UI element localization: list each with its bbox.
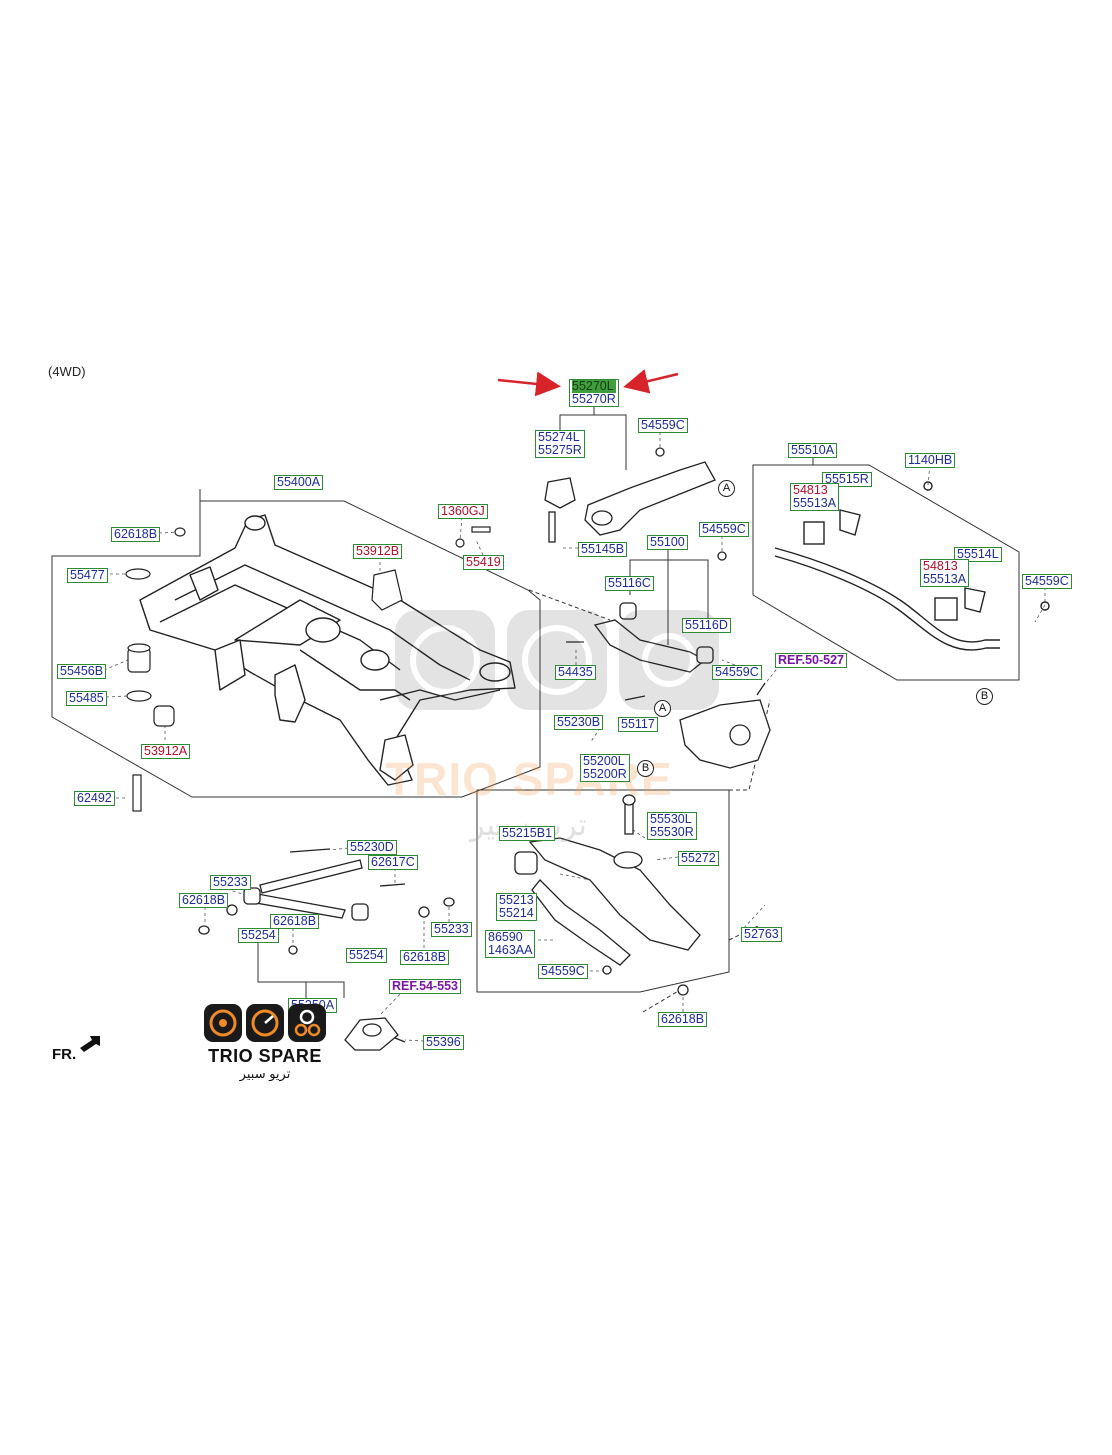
part-label[interactable]: 55116C bbox=[605, 576, 654, 591]
group-brackets bbox=[51, 404, 1020, 1013]
part-label[interactable]: 62617C bbox=[368, 855, 418, 870]
selected-part-number[interactable]: 55270L bbox=[572, 380, 616, 393]
part-label[interactable]: 54559C bbox=[699, 522, 749, 537]
part-label[interactable]: 54559C bbox=[712, 665, 762, 680]
brand-name: TRIO SPARE bbox=[208, 1046, 322, 1066]
part-label[interactable]: 62618B bbox=[111, 527, 161, 542]
part-label-55213[interactable]: 55213 55214 bbox=[496, 893, 537, 921]
part-label[interactable]: 53912B bbox=[353, 544, 403, 559]
part-label[interactable]: 55400A bbox=[274, 475, 324, 490]
reference-label[interactable]: REF.54-553 bbox=[389, 979, 462, 994]
part-number[interactable]: 54813 bbox=[793, 483, 828, 497]
part-label-55274[interactable]: 55274L 55275R bbox=[535, 430, 585, 458]
leader-lines bbox=[103, 432, 1046, 1042]
part-label[interactable]: 55230D bbox=[347, 840, 397, 855]
part-label[interactable]: 55116D bbox=[682, 618, 731, 633]
part-label[interactable]: 55485 bbox=[66, 691, 107, 706]
drive-type-note: (4WD) bbox=[48, 364, 86, 379]
part-label[interactable]: 62618B bbox=[270, 914, 320, 929]
part-label[interactable]: 1140HB bbox=[905, 453, 956, 468]
part-label[interactable]: 55117 bbox=[618, 717, 658, 732]
part-label[interactable]: 1360GJ bbox=[438, 504, 488, 519]
part-number[interactable]: 55274L bbox=[538, 430, 580, 444]
mount-bushing bbox=[344, 1017, 406, 1051]
pointer-arrows bbox=[497, 369, 679, 397]
part-number[interactable]: 55214 bbox=[499, 906, 534, 920]
reference-label[interactable]: REF.50-527 bbox=[775, 653, 848, 668]
rear-knuckle bbox=[679, 682, 771, 769]
stabilizer-bar bbox=[774, 481, 1050, 651]
part-label[interactable]: 55456B bbox=[57, 664, 107, 679]
part-label[interactable]: 53912A bbox=[141, 744, 191, 759]
callout-a: A bbox=[654, 700, 671, 717]
part-label[interactable]: 55272 bbox=[678, 851, 719, 866]
brand-arabic: تريو سبير bbox=[239, 1066, 291, 1081]
part-number[interactable]: 1463AA bbox=[488, 943, 533, 957]
callout-a: A bbox=[718, 480, 735, 497]
part-label[interactable]: 55145B bbox=[578, 542, 628, 557]
part-number[interactable]: 55530R bbox=[650, 825, 694, 839]
part-label[interactable]: 55510A bbox=[788, 443, 838, 458]
lateral-links bbox=[198, 848, 455, 955]
part-number[interactable]: 55200L bbox=[583, 754, 625, 768]
part-number[interactable]: 55213 bbox=[499, 893, 534, 907]
part-label[interactable]: 54559C bbox=[638, 418, 688, 433]
front-direction-label: FR. bbox=[52, 1046, 77, 1063]
part-label[interactable]: 55215B1 bbox=[499, 826, 556, 841]
part-label[interactable]: 55514L bbox=[954, 547, 1002, 562]
part-label-55200[interactable]: 55200L 55200R bbox=[580, 754, 630, 782]
part-label[interactable]: 55254 bbox=[346, 948, 387, 963]
lower-arm bbox=[514, 794, 701, 996]
part-label[interactable]: 55396 bbox=[423, 1035, 464, 1050]
part-label[interactable]: 55233 bbox=[210, 875, 251, 890]
part-label[interactable]: 62618B bbox=[658, 1012, 708, 1027]
part-number[interactable]: 55513A bbox=[793, 496, 837, 510]
part-number[interactable]: 55270R bbox=[572, 392, 616, 406]
part-label[interactable]: 55254 bbox=[238, 928, 279, 943]
part-number[interactable]: 55275R bbox=[538, 443, 582, 457]
part-label[interactable]: 62618B bbox=[179, 893, 229, 908]
part-label[interactable]: 54559C bbox=[538, 964, 588, 979]
part-number[interactable]: 86590 bbox=[488, 930, 523, 944]
subframe-hardware bbox=[125, 526, 491, 812]
callout-b: B bbox=[637, 760, 654, 777]
front-arrow-icon bbox=[80, 1036, 100, 1052]
part-label[interactable]: 62492 bbox=[74, 791, 115, 806]
part-number[interactable]: 54813 bbox=[923, 559, 958, 573]
part-number[interactable]: 55200R bbox=[583, 767, 627, 781]
part-label[interactable]: 55233 bbox=[431, 922, 472, 937]
callout-b: B bbox=[976, 688, 993, 705]
part-number[interactable]: 55513A bbox=[923, 572, 967, 586]
part-label-55270[interactable]: 55270L 55270R bbox=[569, 379, 619, 407]
brand-logo bbox=[204, 1004, 326, 1042]
upper-arm bbox=[544, 447, 716, 543]
part-label[interactable]: 54559C bbox=[1022, 574, 1072, 589]
part-label-54813[interactable]: 54813 55513A bbox=[920, 559, 970, 587]
rear-subframe bbox=[139, 514, 516, 786]
part-label-86590[interactable]: 86590 1463AA bbox=[485, 930, 536, 958]
part-label[interactable]: 55419 bbox=[463, 555, 504, 570]
part-label[interactable]: 62618B bbox=[400, 950, 450, 965]
part-label-54813[interactable]: 54813 55513A bbox=[790, 483, 840, 511]
part-label-55530[interactable]: 55530L 55530R bbox=[647, 812, 697, 840]
part-label[interactable]: 55230B bbox=[554, 715, 604, 730]
part-label[interactable]: 54435 bbox=[555, 665, 596, 680]
part-label[interactable]: 55477 bbox=[67, 568, 108, 583]
part-label[interactable]: 55100 bbox=[647, 535, 688, 550]
part-label[interactable]: 52763 bbox=[741, 927, 782, 942]
control-arm-55100 bbox=[566, 551, 727, 701]
part-number[interactable]: 55530L bbox=[650, 812, 692, 826]
